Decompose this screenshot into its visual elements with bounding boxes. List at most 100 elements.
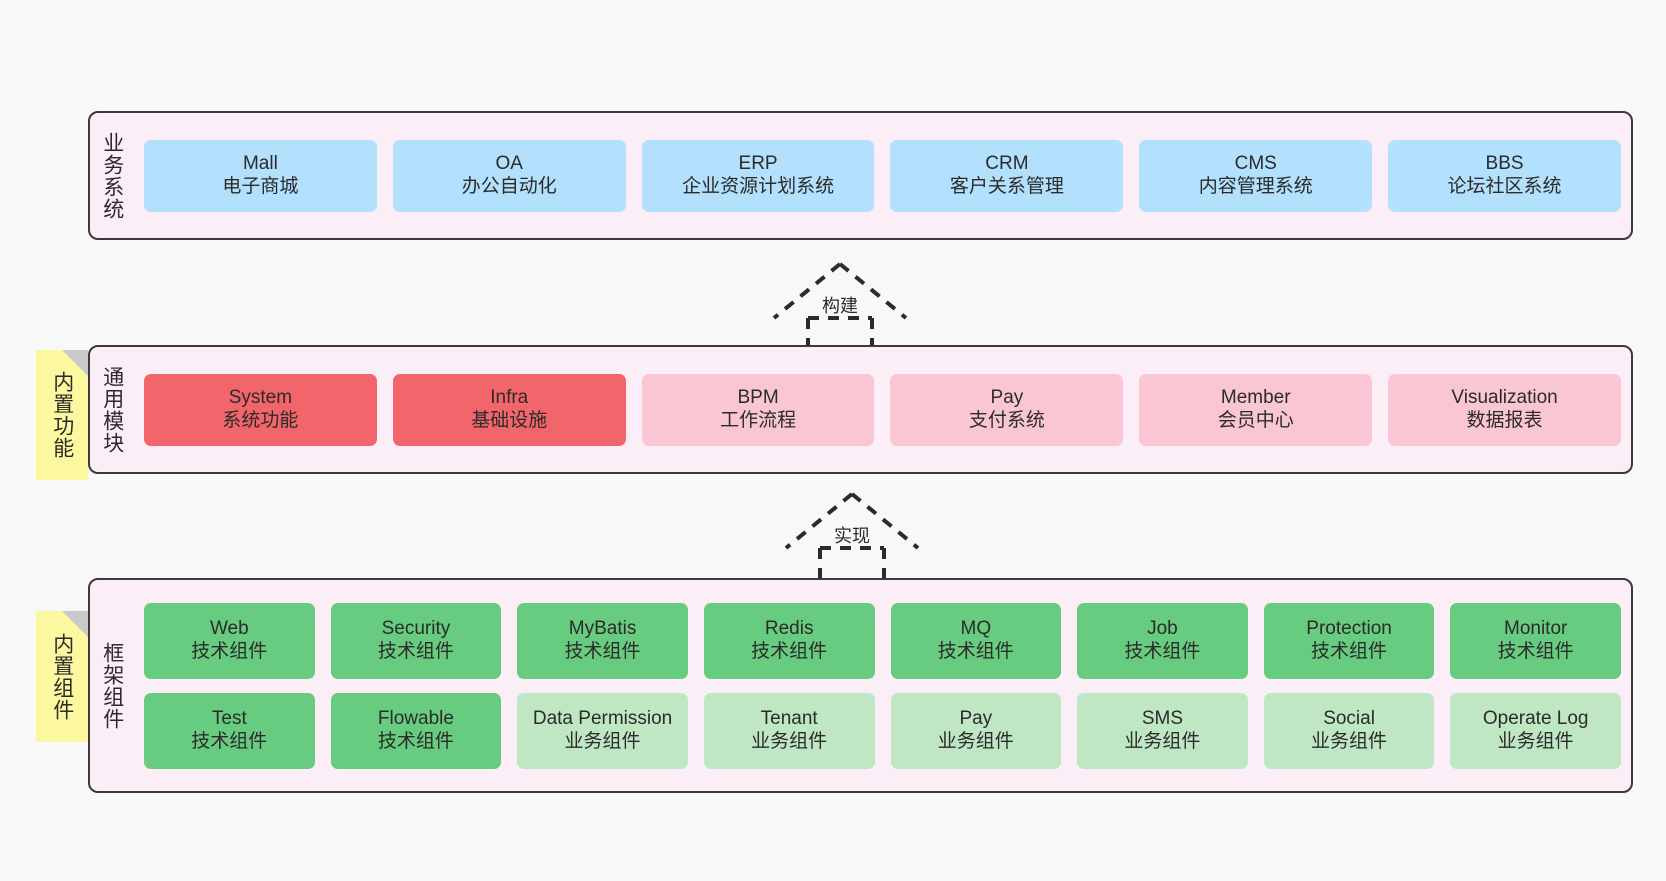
framework-node-row-1: Web 技术组件 Security 技术组件 MyBatis 技术组件 Redi… (144, 602, 1621, 679)
node-visualization-cn: 数据报表 (1466, 409, 1543, 431)
framework-node-row-2: Test 技术组件 Flowable 技术组件 Data Permission … (144, 692, 1621, 769)
note-builtin-functions: 内置功能 (36, 350, 88, 480)
node-pay-component-en: Pay (959, 708, 993, 730)
node-test-cn: 技术组件 (191, 730, 268, 752)
node-security-en: Security (381, 618, 451, 640)
node-sms[interactable]: SMS 业务组件 (1077, 692, 1248, 769)
node-social-en: Social (1323, 708, 1375, 730)
arrow-build: 构建 (760, 258, 920, 354)
note-builtin-components-label: 内置组件 (50, 632, 74, 721)
node-social[interactable]: Social 业务组件 (1263, 692, 1435, 769)
node-tenant[interactable]: Tenant 业务组件 (703, 692, 875, 769)
node-job[interactable]: Job 技术组件 (1077, 602, 1248, 679)
node-cms-cn: 内容管理系统 (1198, 175, 1313, 197)
node-cms[interactable]: CMS 内容管理系统 (1139, 139, 1373, 212)
node-pay-module-en: Pay (990, 387, 1024, 409)
node-bbs-cn: 论坛社区系统 (1447, 175, 1562, 197)
node-data-permission[interactable]: Data Permission 业务组件 (517, 692, 688, 769)
node-oa-en: OA (495, 153, 523, 175)
layer-body-common: System 系统功能 Infra 基础设施 BPM 工作流程 Pay 支付系统… (134, 347, 1631, 472)
node-security[interactable]: Security 技术组件 (330, 602, 502, 679)
node-test-en: Test (211, 708, 247, 730)
node-mall-en: Mall (242, 153, 278, 175)
note-builtin-functions-label: 内置功能 (50, 371, 74, 459)
node-monitor[interactable]: Monitor 技术组件 (1450, 602, 1621, 679)
node-mq[interactable]: MQ 技术组件 (890, 602, 1062, 679)
node-mybatis-en: MyBatis (568, 618, 637, 640)
node-infra-cn: 基础设施 (471, 409, 548, 431)
node-pay-component[interactable]: Pay 业务组件 (890, 692, 1062, 769)
node-web[interactable]: Web 技术组件 (144, 602, 315, 679)
node-operate-log[interactable]: Operate Log 业务组件 (1450, 692, 1621, 769)
node-flowable[interactable]: Flowable 技术组件 (330, 692, 502, 769)
node-bpm-cn: 工作流程 (720, 409, 797, 431)
node-bbs[interactable]: BBS 论坛社区系统 (1388, 139, 1621, 212)
node-infra[interactable]: Infra 基础设施 (392, 373, 626, 446)
layer-body-business: Mall 电子商城 OA 办公自动化 ERP 企业资源计划系统 CRM 客户关系… (134, 113, 1631, 238)
node-cms-en: CMS (1234, 153, 1277, 175)
node-sms-en: SMS (1141, 708, 1184, 730)
node-data-permission-cn: 业务组件 (564, 730, 641, 752)
node-sms-cn: 业务组件 (1124, 730, 1201, 752)
node-pay-module[interactable]: Pay 支付系统 (890, 373, 1124, 446)
node-monitor-en: Monitor (1504, 618, 1568, 640)
node-mall[interactable]: Mall 电子商城 (144, 139, 377, 212)
node-visualization-en: Visualization (1451, 387, 1558, 409)
common-node-row: System 系统功能 Infra 基础设施 BPM 工作流程 Pay 支付系统… (144, 373, 1621, 446)
layer-business-systems: 业务系统 Mall 电子商城 OA 办公自动化 ERP 企业资源计划系统 CRM (88, 111, 1633, 240)
node-redis[interactable]: Redis 技术组件 (703, 602, 875, 679)
node-bpm-en: BPM (737, 387, 779, 409)
node-monitor-cn: 技术组件 (1497, 640, 1574, 662)
note-fold-corner-icon (62, 611, 88, 637)
node-test[interactable]: Test 技术组件 (144, 692, 315, 769)
arrow-implement: 实现 (772, 488, 932, 584)
node-mybatis-cn: 技术组件 (564, 640, 641, 662)
arrow-implement-label: 实现 (834, 526, 870, 546)
layer-title-business: 业务系统 (100, 131, 124, 220)
layer-common-modules: 通用模块 System 系统功能 Infra 基础设施 BPM 工作流程 Pay (88, 345, 1633, 474)
node-bpm[interactable]: BPM 工作流程 (641, 373, 875, 446)
node-mybatis[interactable]: MyBatis 技术组件 (517, 602, 688, 679)
node-crm-en: CRM (985, 153, 1029, 175)
node-social-cn: 业务组件 (1311, 730, 1388, 752)
node-protection-cn: 技术组件 (1311, 640, 1388, 662)
node-job-en: Job (1147, 618, 1178, 640)
node-mq-en: MQ (960, 618, 992, 640)
layer-body-framework: Web 技术组件 Security 技术组件 MyBatis 技术组件 Redi… (134, 580, 1631, 791)
node-visualization[interactable]: Visualization 数据报表 (1388, 373, 1621, 446)
node-data-permission-en: Data Permission (532, 708, 673, 730)
layer-title-framework: 框架组件 (100, 641, 124, 730)
arrow-build-label: 构建 (822, 296, 858, 316)
node-system-cn: 系统功能 (222, 409, 299, 431)
node-system[interactable]: System 系统功能 (144, 373, 377, 446)
note-builtin-components: 内置组件 (36, 611, 88, 742)
business-node-row: Mall 电子商城 OA 办公自动化 ERP 企业资源计划系统 CRM 客户关系… (144, 139, 1621, 212)
node-erp-cn: 企业资源计划系统 (682, 175, 835, 197)
layer-title-common: 通用模块 (100, 365, 124, 454)
node-erp-en: ERP (738, 153, 778, 175)
node-operate-log-en: Operate Log (1482, 708, 1589, 730)
node-system-en: System (228, 387, 293, 409)
node-crm[interactable]: CRM 客户关系管理 (890, 139, 1124, 212)
node-crm-cn: 客户关系管理 (949, 175, 1064, 197)
node-oa-cn: 办公自动化 (461, 175, 557, 197)
node-protection[interactable]: Protection 技术组件 (1263, 602, 1435, 679)
node-job-cn: 技术组件 (1124, 640, 1201, 662)
node-tenant-en: Tenant (760, 708, 818, 730)
node-member-en: Member (1220, 387, 1291, 409)
node-mall-cn: 电子商城 (222, 175, 299, 197)
node-tenant-cn: 业务组件 (751, 730, 828, 752)
node-protection-en: Protection (1306, 618, 1392, 640)
node-oa[interactable]: OA 办公自动化 (392, 139, 626, 212)
node-member[interactable]: Member 会员中心 (1139, 373, 1373, 446)
node-mq-cn: 技术组件 (937, 640, 1014, 662)
node-web-cn: 技术组件 (191, 640, 268, 662)
node-redis-cn: 技术组件 (751, 640, 828, 662)
node-web-en: Web (209, 618, 249, 640)
node-flowable-cn: 技术组件 (377, 730, 454, 752)
node-security-cn: 技术组件 (377, 640, 454, 662)
node-flowable-en: Flowable (377, 708, 454, 730)
node-member-cn: 会员中心 (1217, 409, 1294, 431)
note-fold-corner-icon (62, 350, 88, 376)
node-erp[interactable]: ERP 企业资源计划系统 (641, 139, 875, 212)
